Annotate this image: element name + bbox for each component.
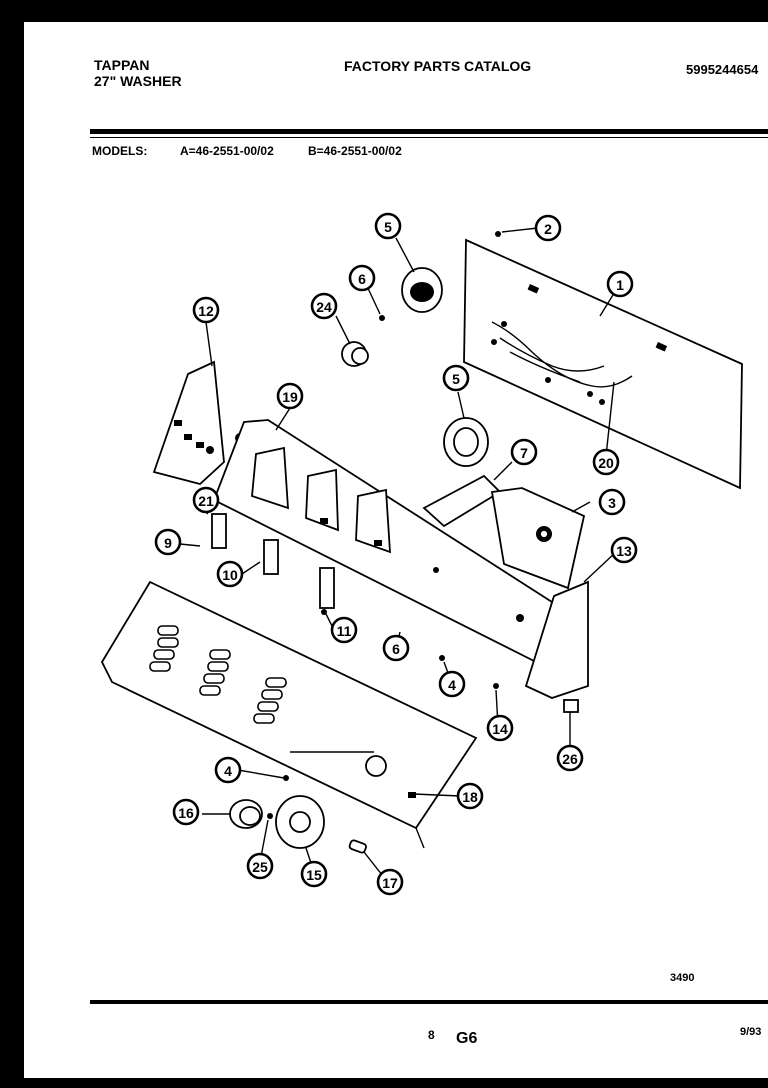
svg-text:7: 7 bbox=[520, 445, 528, 461]
date-code: 9/93 bbox=[740, 1026, 762, 1038]
svg-text:5: 5 bbox=[452, 371, 460, 387]
footer-rule bbox=[90, 1000, 768, 1004]
part-screw-2 bbox=[495, 231, 501, 237]
section-code: G6 bbox=[456, 1030, 478, 1047]
header-rule-thin bbox=[90, 137, 768, 138]
svg-text:18: 18 bbox=[462, 789, 478, 805]
models-label: MODELS: bbox=[92, 144, 148, 158]
part-knob-24 bbox=[341, 341, 369, 367]
part-screw-4-lower bbox=[283, 655, 445, 781]
part-dial-15 bbox=[275, 795, 325, 849]
callout-18: 18 bbox=[456, 782, 484, 810]
part-clip-26 bbox=[563, 699, 579, 713]
appliance-subtitle: 27" WASHER bbox=[94, 73, 182, 89]
part-back-panel bbox=[463, 238, 743, 490]
svg-text:15: 15 bbox=[306, 867, 322, 883]
drawing-code: 3490 bbox=[670, 972, 695, 984]
callout-24: 24 bbox=[310, 292, 338, 320]
callout-17: 17 bbox=[376, 868, 404, 896]
header-rule bbox=[90, 129, 768, 134]
part-switch-top bbox=[401, 267, 443, 313]
callout-11: 11 bbox=[330, 616, 358, 644]
svg-text:19: 19 bbox=[282, 389, 298, 405]
callout-5-mid: 5 bbox=[442, 364, 470, 392]
svg-text:21: 21 bbox=[198, 493, 214, 509]
part-screw-14 bbox=[493, 683, 499, 689]
part-console-front-18 bbox=[100, 580, 478, 849]
model-a: A=46-2551-00/02 bbox=[180, 144, 274, 158]
part-switch-11 bbox=[319, 567, 335, 615]
callout-26: 26 bbox=[556, 744, 584, 772]
part-switch-10 bbox=[211, 513, 279, 575]
callout-25: 25 bbox=[246, 852, 274, 880]
svg-text:10: 10 bbox=[222, 567, 238, 583]
callout-5-top: 5 bbox=[374, 212, 402, 240]
svg-text:1: 1 bbox=[616, 277, 624, 293]
callout-7: 7 bbox=[510, 438, 538, 466]
callout-20: 20 bbox=[592, 448, 620, 476]
callout-19: 19 bbox=[276, 382, 304, 410]
callout-6-top: 6 bbox=[348, 264, 376, 292]
model-b: B=46-2551-00/02 bbox=[308, 144, 402, 158]
callout-3: 3 bbox=[598, 488, 626, 516]
part-console-panel bbox=[212, 419, 554, 664]
callout-12: 12 bbox=[192, 296, 220, 324]
callout-16: 16 bbox=[172, 798, 200, 826]
svg-text:17: 17 bbox=[382, 875, 398, 891]
callout-14: 14 bbox=[486, 714, 514, 742]
part-washer-25 bbox=[267, 813, 273, 819]
svg-text:4: 4 bbox=[448, 677, 456, 693]
page-number: 8 bbox=[428, 1028, 435, 1042]
svg-text:2: 2 bbox=[544, 221, 552, 237]
svg-text:12: 12 bbox=[198, 303, 214, 319]
callout-4-lower: 4 bbox=[214, 756, 242, 784]
brand-name: TAPPAN bbox=[94, 57, 150, 73]
callout-21: 21 bbox=[192, 486, 220, 514]
svg-text:13: 13 bbox=[616, 543, 632, 559]
svg-text:20: 20 bbox=[598, 455, 614, 471]
callout-4-right: 4 bbox=[438, 670, 466, 698]
callout-10: 10 bbox=[216, 560, 244, 588]
svg-text:24: 24 bbox=[316, 299, 332, 315]
part-end-cap-13 bbox=[524, 580, 589, 699]
exploded-parts-diagram: 1 2 3 4 4 5 5 6 6 7 9 10 11 12 13 14 15 … bbox=[100, 212, 743, 896]
svg-text:6: 6 bbox=[392, 641, 400, 657]
svg-text:26: 26 bbox=[562, 751, 578, 767]
callout-6-lower: 6 bbox=[382, 634, 410, 662]
catalog-sheet: TAPPAN 27" WASHER FACTORY PARTS CATALOG … bbox=[24, 22, 768, 1078]
part-clip-17 bbox=[348, 839, 367, 854]
callout-9: 9 bbox=[154, 528, 182, 556]
part-screw-6-top bbox=[379, 315, 385, 321]
callout-15: 15 bbox=[300, 860, 328, 888]
svg-text:4: 4 bbox=[224, 763, 232, 779]
svg-text:3: 3 bbox=[608, 495, 616, 511]
callout-13: 13 bbox=[610, 536, 638, 564]
callout-2: 2 bbox=[534, 214, 562, 242]
svg-text:14: 14 bbox=[492, 721, 508, 737]
callout-1: 1 bbox=[606, 270, 634, 298]
svg-text:16: 16 bbox=[178, 805, 194, 821]
catalog-part-number: 5995244654 bbox=[686, 62, 759, 77]
svg-text:6: 6 bbox=[358, 271, 366, 287]
part-switch-mid bbox=[443, 417, 489, 467]
part-selector-7 bbox=[422, 474, 502, 528]
part-knob-16 bbox=[229, 799, 263, 829]
part-timer-3 bbox=[490, 487, 586, 590]
catalog-title: FACTORY PARTS CATALOG bbox=[344, 58, 532, 74]
svg-text:9: 9 bbox=[164, 535, 172, 551]
svg-text:25: 25 bbox=[252, 859, 268, 875]
svg-text:11: 11 bbox=[337, 623, 352, 639]
svg-text:5: 5 bbox=[384, 219, 392, 235]
